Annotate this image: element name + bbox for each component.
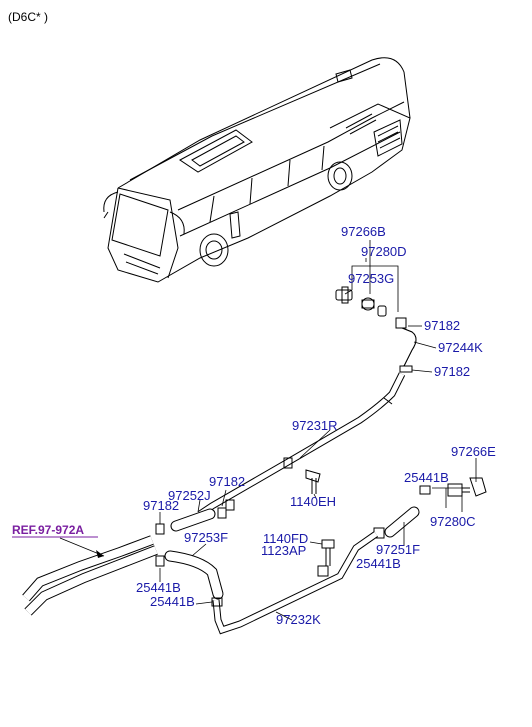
bolt-1140FD [321,539,335,566]
label-1140FD: 1140FD [263,531,308,546]
label-97252J: 97252J [168,488,211,503]
hose-97251F [373,506,420,539]
label-97253G: 97253G [348,271,394,286]
bus-illustration [103,57,411,283]
pipe-97231R [198,372,406,517]
pipe-97232K [212,531,379,635]
label-97182-d: 97182 [209,474,245,489]
ref-arrow-head [96,550,104,558]
leader-97232K [275,611,293,621]
fitting-group-upper [335,240,417,373]
ref-link[interactable]: REF.97-972A [12,523,98,538]
leader-ref [59,537,105,557]
bolt-1140EH [305,469,321,499]
label-97280C: 97280C [430,514,476,529]
hose-97253F [155,550,224,607]
fitting-group-right [419,458,487,512]
label-97280D: 97280D [361,244,407,259]
label-1140EH: 1140EH [290,494,336,509]
label-97266B: 97266B [341,224,386,239]
leader-97253F [191,543,207,557]
leader-lines-upper [408,325,437,373]
label-97253F: 97253F [184,530,228,545]
part-labels: 97266B 97280D 97253G 97182 97244K 97182 … [136,224,496,627]
label-97182-a: 97182 [424,318,460,333]
label-97231R: 97231R [292,418,338,433]
label-1123AP: 1123AP [261,543,306,558]
model-code: (D6C* ) [8,10,48,24]
label-25441B-b: 25441B [356,556,401,571]
label-97182-b: 97182 [434,364,470,379]
leader-25441B-d [195,601,213,605]
leader-1140FD [309,541,323,545]
label-25441B-c: 25441B [136,580,181,595]
leader-97182-d [221,489,227,507]
label-25441B-d: 25441B [150,594,195,609]
hose-97252J [155,507,227,535]
leader-97231R [299,429,331,459]
ref-pipe [22,535,158,616]
leader-97252J [197,499,201,513]
label-97266E: 97266E [451,444,496,459]
label-97182-c: 97182 [143,498,179,513]
label-97251F: 97251F [376,542,420,557]
label-25441B-a: 25441B [404,470,449,485]
ref-label[interactable]: REF.97-972A [12,523,84,537]
label-97232K: 97232K [276,612,321,627]
label-97244K: 97244K [438,340,483,355]
